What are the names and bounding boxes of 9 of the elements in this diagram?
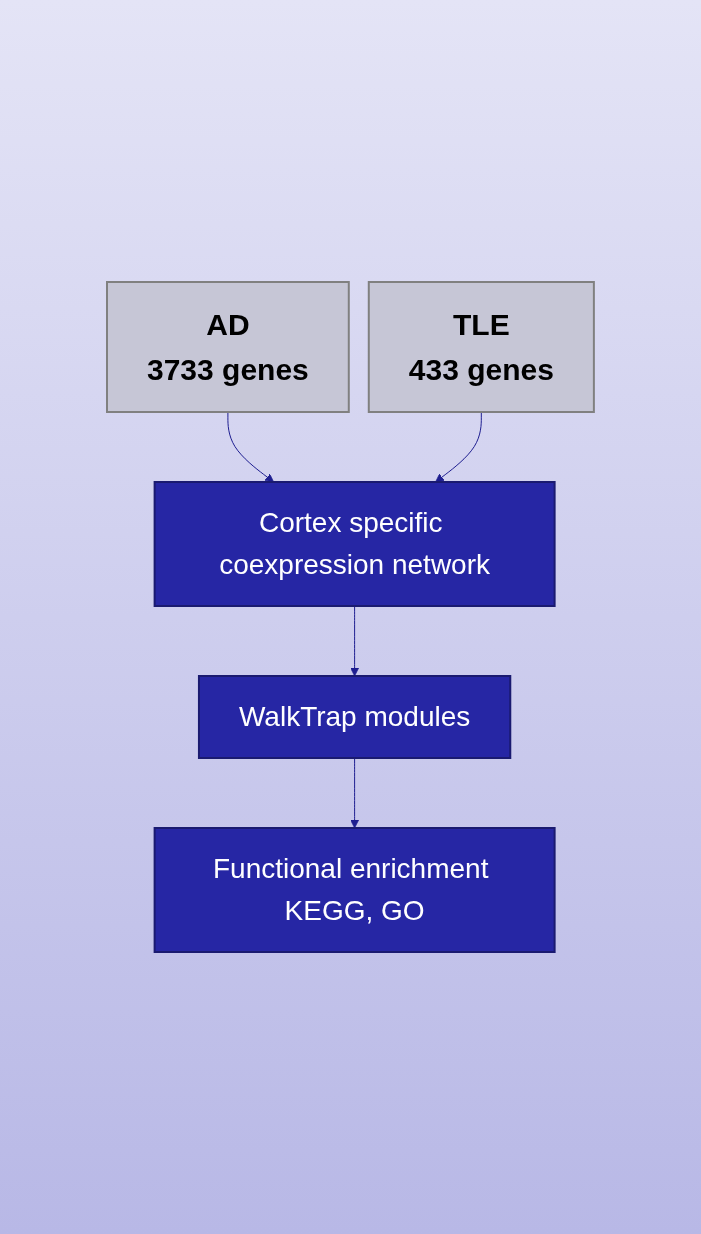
arrow	[350, 605, 360, 677]
node-box: AD 3733 genes	[106, 281, 350, 413]
arrow	[227, 411, 275, 483]
node-box: TLE 433 genes	[367, 281, 595, 413]
node-box: Functional enrichment KEGG, GO	[153, 827, 556, 953]
arrow	[435, 411, 482, 483]
node-box: Cortex specific coexpression network	[153, 481, 556, 607]
arrow	[350, 757, 360, 829]
node-box: WalkTrap modules	[198, 675, 512, 759]
